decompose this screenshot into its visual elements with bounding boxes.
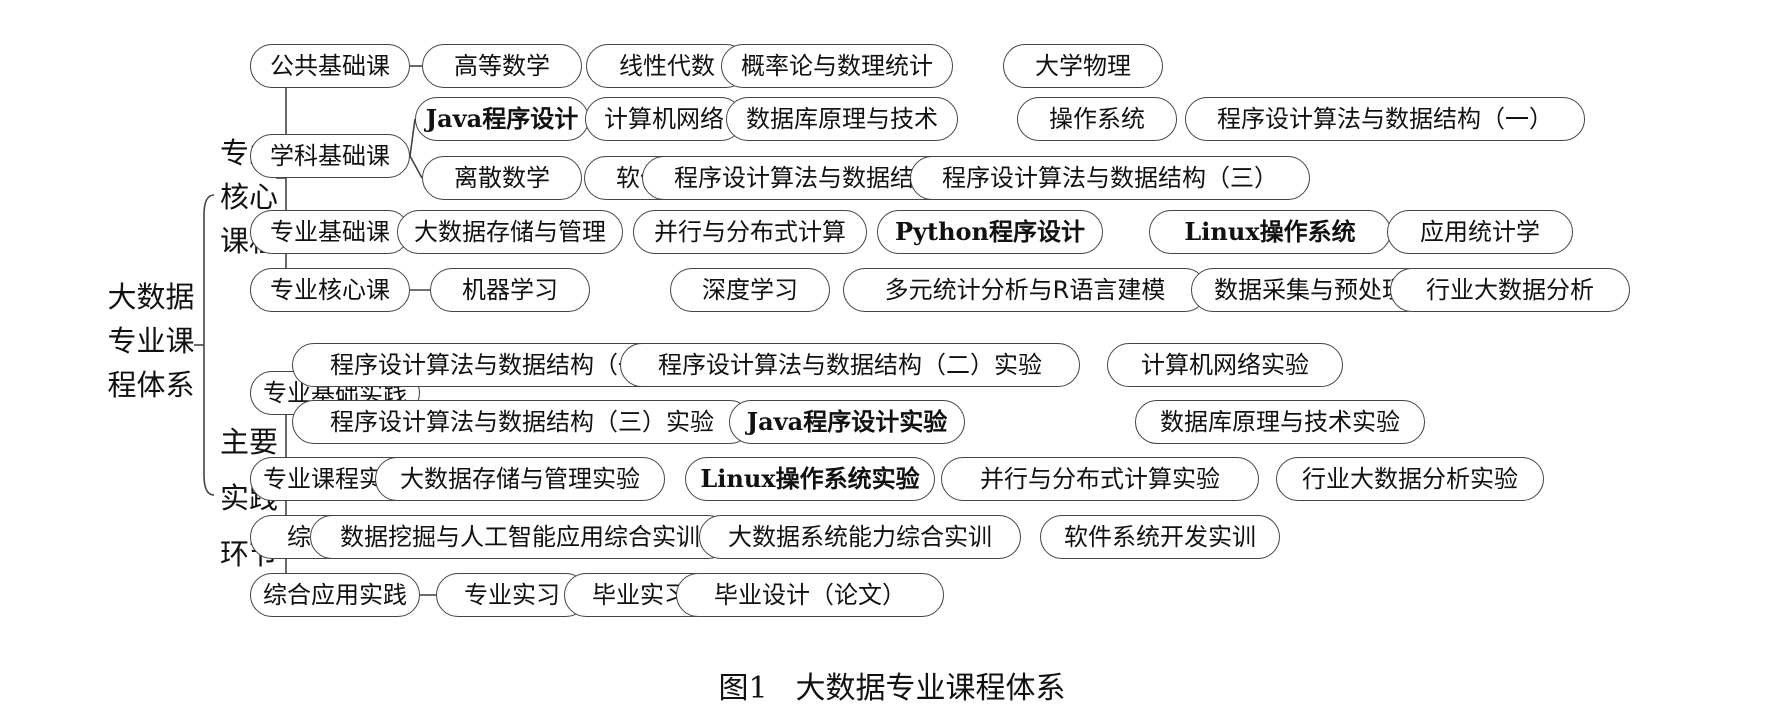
figure-number: 图1 bbox=[718, 671, 768, 706]
course-pill: 程序设计算法与数据结构（二）实验 bbox=[620, 343, 1080, 387]
course-pill: 数据库原理与技术实验 bbox=[1135, 400, 1425, 444]
course-pill: Python程序设计 bbox=[877, 210, 1103, 254]
figure-caption: 图1 大数据专业课程体系 bbox=[0, 663, 1784, 707]
course-pill: 专业实习 bbox=[436, 573, 588, 617]
connector-line bbox=[409, 155, 423, 179]
course-pill: 计算机网络实验 bbox=[1107, 343, 1343, 387]
course-pill: Linux操作系统 bbox=[1149, 210, 1391, 254]
course-pill: 程序设计算法与数据结构（三）实验 bbox=[292, 400, 752, 444]
connector-line bbox=[409, 118, 416, 157]
course-pill: 高等数学 bbox=[422, 44, 582, 88]
course-pill: Java程序设计 bbox=[415, 97, 589, 141]
course-pill: 行业大数据分析实验 bbox=[1276, 457, 1544, 501]
course-pill: 并行与分布式计算实验 bbox=[941, 457, 1259, 501]
root-label-line: 程体系 bbox=[107, 368, 195, 402]
course-pill: 多元统计分析与R语言建模 bbox=[843, 268, 1207, 312]
course-pill: 行业大数据分析 bbox=[1390, 268, 1630, 312]
course-pill: 离散数学 bbox=[422, 156, 582, 200]
course-pill: Linux操作系统实验 bbox=[685, 457, 935, 501]
group-label-pill: 学科基础课 bbox=[250, 134, 410, 178]
course-pill: 大数据存储与管理 bbox=[397, 210, 623, 254]
bracket-line bbox=[285, 65, 297, 291]
figure-title: 大数据专业课程体系 bbox=[795, 671, 1066, 706]
root-label: 大数据 专业课 程体系 bbox=[96, 275, 206, 407]
group-label-pill: 专业核心课 bbox=[250, 268, 410, 312]
course-pill: 大学物理 bbox=[1003, 44, 1163, 88]
group-label-pill: 公共基础课 bbox=[250, 44, 410, 88]
course-pill: 程序设计算法与数据结构（一） bbox=[1185, 97, 1585, 141]
course-pill: 操作系统 bbox=[1017, 97, 1177, 141]
course-pill: 深度学习 bbox=[670, 268, 830, 312]
branch-label-line: 主要 bbox=[219, 425, 278, 459]
course-pill: Java程序设计实验 bbox=[729, 400, 965, 444]
root-label-line: 专业课 bbox=[107, 324, 195, 358]
course-pill: 程序设计算法与数据结构（二） bbox=[642, 156, 1042, 200]
course-pill: 大数据系统能力综合实训 bbox=[699, 515, 1021, 559]
group-label-pill: 专业基础课 bbox=[250, 210, 410, 254]
course-pill: 数据采集与预处理 bbox=[1191, 268, 1429, 312]
course-pill: 概率论与数理统计 bbox=[721, 44, 953, 88]
branch-label-line: 核心 bbox=[219, 180, 278, 214]
course-pill: 机器学习 bbox=[430, 268, 590, 312]
course-pill: 计算机网络 bbox=[585, 97, 743, 141]
group-label-pill: 综合应用实践 bbox=[250, 573, 420, 617]
root-label-line: 大数据 bbox=[107, 280, 195, 314]
course-pill: 并行与分布式计算 bbox=[633, 210, 867, 254]
course-pill: 软件系统开发实训 bbox=[1040, 515, 1280, 559]
course-pill: 程序设计算法与数据结构（三） bbox=[910, 156, 1310, 200]
course-pill: 数据库原理与技术 bbox=[726, 97, 958, 141]
course-pill: 数据挖掘与人工智能应用综合实训 bbox=[310, 515, 730, 559]
course-pill: 应用统计学 bbox=[1387, 210, 1573, 254]
course-pill: 毕业设计（论文） bbox=[676, 573, 944, 617]
course-pill: 大数据存储与管理实验 bbox=[375, 457, 665, 501]
